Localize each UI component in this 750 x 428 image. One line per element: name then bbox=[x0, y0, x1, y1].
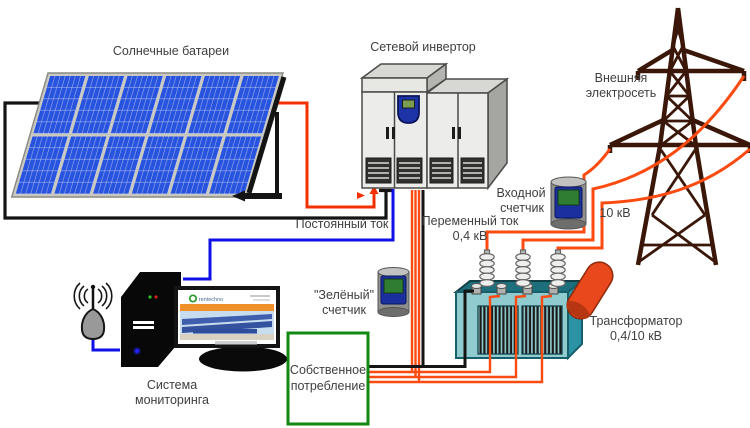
stand-foot-arrow-icon bbox=[232, 190, 245, 202]
label-input-meter-2: счетчик bbox=[500, 201, 544, 215]
inverter-top-band-left bbox=[361, 77, 428, 93]
transformer-conservator bbox=[566, 261, 614, 320]
ac-drop-from-inverter bbox=[410, 190, 421, 382]
input-meter-screen bbox=[557, 189, 580, 206]
insulator-stack-2 bbox=[515, 249, 531, 288]
green-meter-top bbox=[377, 267, 410, 277]
dc-wire-positive bbox=[276, 101, 376, 209]
antenna-tip bbox=[90, 284, 96, 290]
inverter-door-handles bbox=[386, 127, 461, 139]
monitor-stand-base bbox=[199, 346, 287, 372]
solar-panel-cells bbox=[15, 76, 280, 194]
ac-bus-to-transformer bbox=[368, 294, 553, 384]
label-ac-current-1: Переменный ток bbox=[422, 214, 519, 228]
inverter-control-display bbox=[402, 99, 415, 109]
power-tower bbox=[607, 7, 750, 266]
pc-tower bbox=[121, 272, 181, 367]
label-external-grid-1: Внешняя bbox=[595, 71, 648, 85]
label-green-meter-2: счетчик bbox=[322, 303, 366, 317]
neutral-wire bbox=[368, 190, 474, 368]
antenna-body bbox=[80, 307, 106, 341]
green-meter bbox=[377, 267, 410, 317]
site-logo-icon bbox=[188, 294, 198, 303]
power-led-green bbox=[148, 295, 152, 299]
solar-array bbox=[10, 72, 287, 202]
transformer-hv-insulators bbox=[479, 249, 566, 288]
grid-inverter bbox=[359, 62, 510, 191]
site-header-links bbox=[250, 295, 270, 297]
neutral-path bbox=[368, 190, 474, 368]
dvd-slot bbox=[133, 321, 154, 324]
antenna-to-pc-wire bbox=[91, 338, 120, 352]
site-nav-bar bbox=[180, 304, 274, 311]
site-photo-caption bbox=[193, 329, 257, 334]
label-solar-panels: Солнечные батареи bbox=[113, 44, 229, 58]
input-meter-top bbox=[550, 176, 587, 188]
transformer-fins-left bbox=[477, 305, 519, 355]
monitoring-wires bbox=[91, 189, 395, 352]
labels: Солнечные батареи Сетевой инвертор Внешн… bbox=[113, 40, 683, 407]
label-own-consumption-2: потребление bbox=[291, 379, 366, 393]
dvd-slot-2 bbox=[133, 326, 154, 329]
dc-arrow-right-icon bbox=[357, 192, 365, 199]
label-transformer-1: Трансформатор bbox=[590, 314, 683, 328]
transformer bbox=[453, 249, 614, 361]
label-high-voltage: 10 кВ bbox=[599, 206, 630, 220]
label-input-meter-1: Входной bbox=[496, 186, 545, 200]
dc-positive-path bbox=[276, 101, 376, 209]
inverter-vent-grilles bbox=[365, 157, 485, 184]
site-photo-panels-row1 bbox=[182, 314, 272, 325]
own-consumption-box bbox=[286, 331, 370, 426]
label-monitoring-2: мониторинга bbox=[135, 393, 209, 407]
insulator-stack-3 bbox=[550, 249, 566, 288]
monitor-webpage: rentechno bbox=[180, 294, 274, 345]
label-ac-current-2: 0,4 кВ bbox=[453, 229, 488, 243]
site-footer-bar bbox=[215, 341, 257, 345]
tower-braces bbox=[639, 21, 715, 263]
tower-mast-legs bbox=[635, 7, 719, 266]
power-led-red bbox=[154, 295, 158, 299]
label-inverter: Сетевой инвертор bbox=[370, 40, 476, 54]
dc-wire-negative bbox=[3, 101, 393, 220]
green-meter-screen bbox=[383, 278, 404, 294]
ac-wires bbox=[368, 190, 553, 384]
label-green-meter-1: "Зелёный" bbox=[314, 288, 374, 302]
insulator-stack-1 bbox=[479, 249, 495, 288]
monitor: rentechno bbox=[174, 286, 287, 372]
label-monitoring-1: Система bbox=[147, 378, 197, 392]
site-photo-ground bbox=[180, 334, 274, 340]
hv-phase-2 bbox=[521, 75, 746, 254]
site-brand: rentechno bbox=[199, 297, 223, 303]
inverter-to-pc-wire bbox=[183, 189, 395, 281]
wifi-waves-right-icon bbox=[97, 282, 113, 310]
label-external-grid-2: электросеть bbox=[586, 86, 657, 100]
dc-negative-path bbox=[3, 101, 393, 220]
label-own-consumption-1: Собственное bbox=[290, 363, 366, 377]
label-dc-current: Постоянный ток bbox=[296, 217, 389, 231]
label-transformer-2: 0,4/10 кВ bbox=[610, 329, 662, 343]
solar-panel-stand bbox=[241, 76, 287, 199]
inverter-side-face-right bbox=[487, 77, 508, 191]
hv-phase-3 bbox=[556, 147, 750, 254]
wifi-antenna bbox=[73, 282, 113, 341]
tower-arms bbox=[607, 47, 750, 153]
input-meter bbox=[550, 176, 587, 230]
dc-arrow-up-icon bbox=[369, 185, 379, 194]
wifi-waves-left-icon bbox=[73, 282, 89, 310]
